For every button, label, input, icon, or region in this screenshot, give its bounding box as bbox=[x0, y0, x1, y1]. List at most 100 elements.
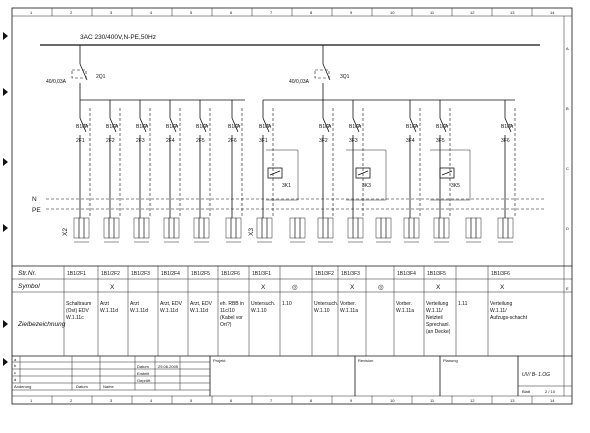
breaker-id: 2F6 bbox=[228, 138, 237, 144]
breaker-id: 3F2 bbox=[319, 138, 328, 144]
breaker-rating: B16A bbox=[228, 124, 241, 130]
terminal bbox=[103, 217, 110, 239]
column-number-top: 11 bbox=[430, 10, 435, 15]
terminal bbox=[133, 217, 140, 239]
breaker-id: 3F6 bbox=[501, 138, 510, 144]
main-breaker-1-id: 2Q1 bbox=[96, 74, 106, 80]
breaker-id: 2F4 bbox=[166, 138, 175, 144]
row-letter: E bbox=[566, 286, 569, 291]
column-number-top: 5 bbox=[190, 10, 193, 15]
contactor-3K1: 3K1 bbox=[266, 149, 299, 201]
terminal bbox=[256, 217, 263, 239]
symbol-cell: X bbox=[436, 284, 441, 291]
breaker-rating: B16A bbox=[166, 124, 179, 130]
terminal bbox=[385, 217, 392, 239]
contactor-3K5: 3K5 bbox=[430, 149, 471, 201]
symbol-cell: X bbox=[110, 284, 115, 291]
column-number-bottom: 12 bbox=[470, 398, 475, 403]
breaker-2F5: B16A 2F5 bbox=[196, 100, 211, 218]
breaker-id: 2F3 bbox=[136, 138, 145, 144]
symbol-cell: X bbox=[350, 284, 355, 291]
main-breaker-3Q1: 40/0,03A 3Q1 bbox=[263, 45, 515, 101]
terminal-blocks bbox=[73, 217, 514, 243]
breaker-3F2: B16A 3F2 bbox=[319, 100, 334, 218]
column-number-top: 2 bbox=[70, 10, 73, 15]
ziel-cell: 1.11 bbox=[458, 301, 468, 307]
row-label-ziel: Zielbezeichnung bbox=[17, 321, 66, 328]
column-number-bottom: 13 bbox=[510, 398, 515, 403]
ziel-cell: Vorber.W.1.11a bbox=[396, 301, 414, 314]
terminal bbox=[502, 217, 509, 239]
terminal bbox=[322, 217, 329, 239]
str-nr-cell: 1B1/2F4 bbox=[161, 271, 180, 277]
breaker-rating: B16A bbox=[349, 124, 362, 130]
pe-bus-label: PE bbox=[32, 207, 41, 214]
breaker-rating: B10A bbox=[259, 124, 272, 130]
breaker-id: 2F5 bbox=[196, 138, 205, 144]
terminal bbox=[108, 217, 115, 239]
contactor-3-label: 3K5 bbox=[451, 183, 460, 189]
str-nr-cell: 1B1/3F6 bbox=[491, 271, 510, 277]
label-projekt: Projekt bbox=[213, 358, 226, 363]
label-name-col: Name bbox=[103, 384, 114, 389]
terminal bbox=[266, 217, 273, 239]
terminal bbox=[327, 217, 334, 239]
column-number-top: 9 bbox=[350, 10, 353, 15]
str-nr-cell: 1B1/3F3 bbox=[341, 271, 360, 277]
column-number-top: 14 bbox=[550, 10, 555, 15]
label-planung: Planung bbox=[443, 358, 458, 363]
column-number-top: 10 bbox=[390, 10, 395, 15]
column-number-bottom: 14 bbox=[550, 398, 555, 403]
value-datum: 29.06.2005 bbox=[158, 364, 179, 369]
terminal bbox=[317, 217, 324, 239]
terminal bbox=[261, 217, 268, 239]
terminal bbox=[73, 217, 80, 239]
column-number-top: 3 bbox=[110, 10, 113, 15]
column-number-bottom: 7 bbox=[270, 398, 273, 403]
str-nr-cell: 1B1/3F5 bbox=[427, 271, 446, 277]
ziel-cell: Vorber.W.1.11a bbox=[340, 301, 358, 314]
main-breaker-2-id: 3Q1 bbox=[340, 74, 350, 80]
terminal bbox=[375, 217, 382, 239]
terminal bbox=[83, 217, 90, 239]
symbol-cell: X bbox=[500, 284, 505, 291]
breaker-2F4: B16A 2F4 bbox=[166, 100, 181, 218]
terminal bbox=[235, 217, 242, 239]
column-number-bottom: 1 bbox=[30, 398, 33, 403]
supply-label: 3AC 230/400V,N-PE,50Hz bbox=[80, 34, 156, 41]
row-label-str: Str.Nr. bbox=[18, 270, 36, 277]
terminal bbox=[507, 217, 514, 239]
breaker-rating: B16A bbox=[196, 124, 209, 130]
str-nr-cell: 1B1/2F6 bbox=[221, 271, 240, 277]
ziel-cell: 1.10 bbox=[282, 301, 292, 307]
breaker-rating: B16A bbox=[319, 124, 332, 130]
terminal bbox=[198, 217, 205, 239]
str-nr-cell: 1B1/3F1 bbox=[252, 271, 271, 277]
column-number-bottom: 8 bbox=[310, 398, 313, 403]
title-block: a b c d Änderung Datum Name Datum 29.06.… bbox=[12, 356, 572, 396]
column-number-top: 7 bbox=[270, 10, 273, 15]
drawing-number: UV/ B- 1.OG bbox=[522, 372, 550, 378]
terminal bbox=[347, 217, 354, 239]
rev-letter-a: a bbox=[14, 357, 17, 362]
value-blatt: 2 / 10 bbox=[545, 389, 556, 394]
column-number-top: 8 bbox=[310, 10, 313, 15]
row-label-symbol: Symbol bbox=[18, 283, 40, 290]
str-nr-cell: 1B1/2F5 bbox=[191, 271, 210, 277]
terminal bbox=[470, 217, 477, 239]
column-number-bottom: 10 bbox=[390, 398, 395, 403]
